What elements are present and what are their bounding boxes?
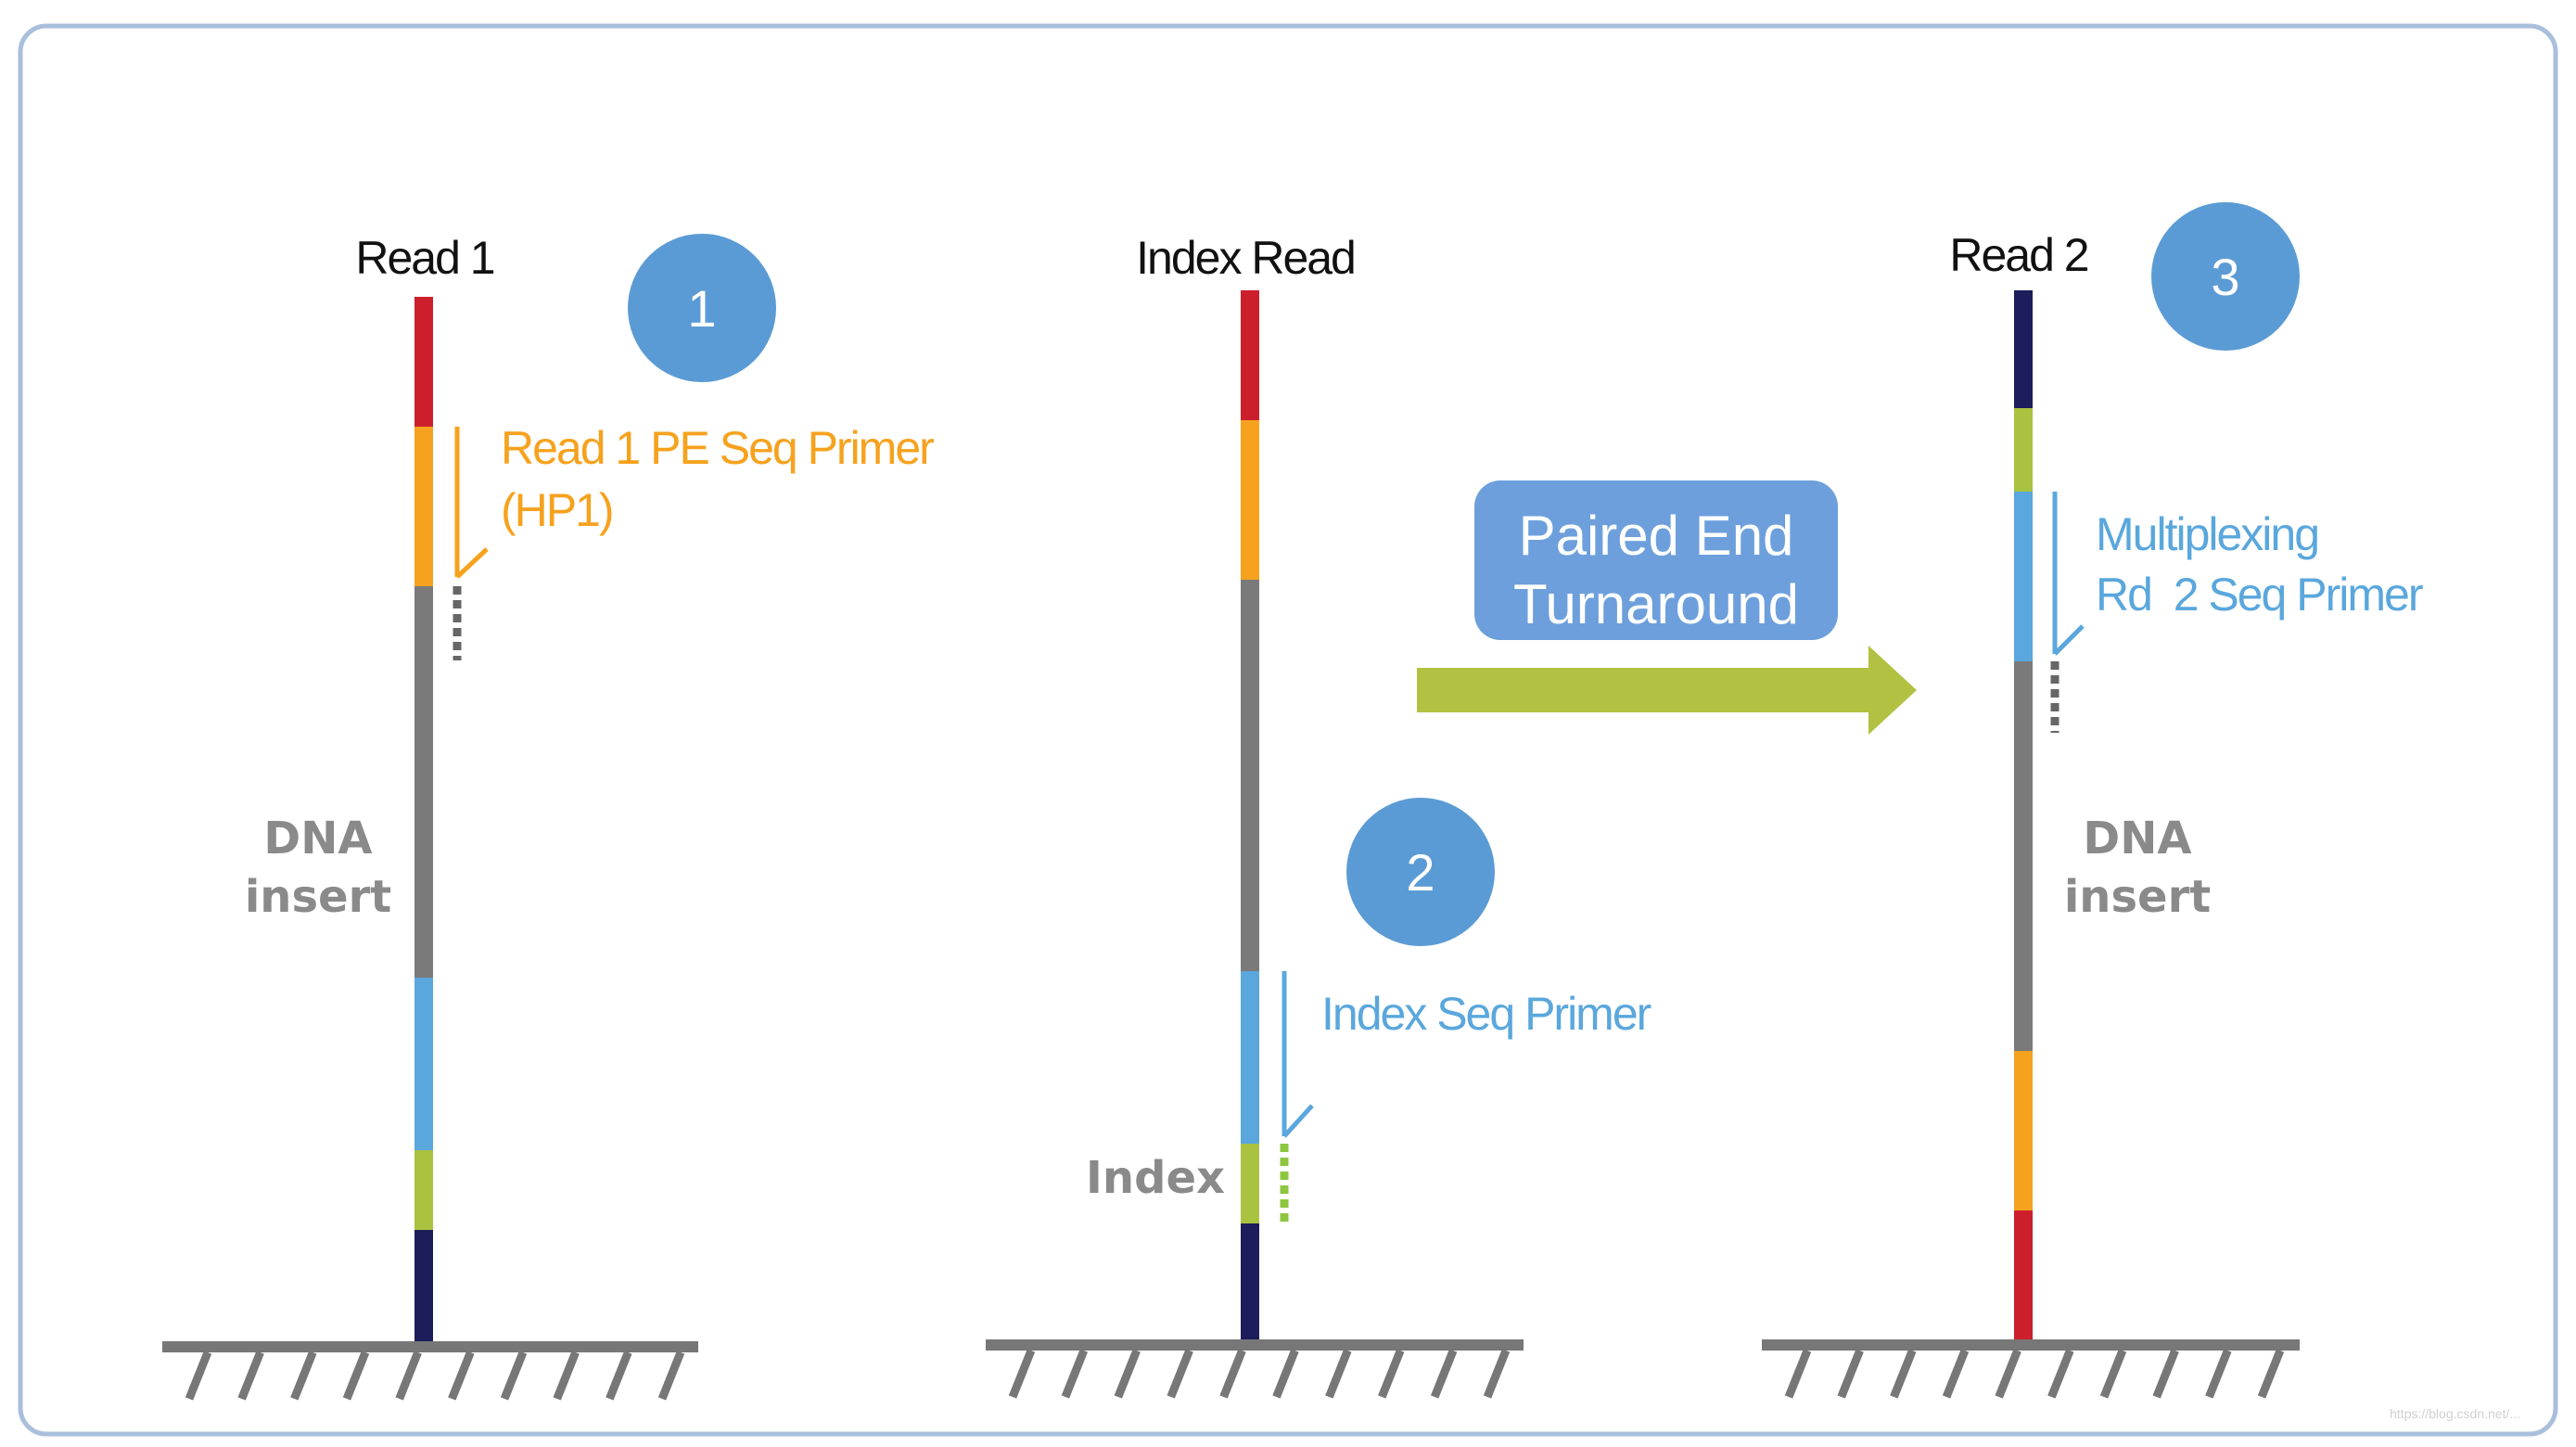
segment-gray-insert (2014, 661, 2033, 1051)
dna-insert-label-1-line2: insert (245, 871, 391, 923)
turnaround-line1: Paired End (1519, 505, 1794, 567)
ground-hatch (1837, 1349, 1864, 1399)
dna-strand-read1 (414, 297, 433, 1351)
ground-hatch (1325, 1349, 1352, 1399)
segment-navy (2014, 290, 2033, 408)
ground-hatch (2152, 1349, 2179, 1399)
dna-insert-label-1-line1: DNA (263, 813, 372, 864)
ground-hatch (342, 1351, 370, 1401)
ground-hatch (1272, 1349, 1299, 1399)
ground-hatch (448, 1351, 475, 1401)
segment-blue (2014, 492, 2033, 661)
segment-navy (1241, 1223, 1259, 1349)
ground-hatch (1890, 1349, 1917, 1399)
segment-gray-insert (1241, 580, 1259, 971)
ground-hatch (657, 1351, 685, 1401)
primer-label-index: Index Seq Primer (1321, 988, 1651, 1040)
dna-strand-read2 (2014, 290, 2033, 1346)
ground-hatch (290, 1351, 317, 1401)
dna-insert-label-3-line1: DNA (2083, 813, 2191, 864)
ground-hatch (185, 1351, 212, 1401)
ground-hatch (1114, 1349, 1141, 1399)
primer-label-read1-line1: Read 1 PE Seq Primer (501, 422, 934, 474)
segment-blue (1241, 971, 1259, 1144)
primer-label-read2-line2: Rd 2 Seq Primer (2096, 569, 2423, 621)
panel-title-read1: Read 1 (355, 232, 493, 284)
turnaround-arrow (1417, 646, 1917, 735)
segment-red (1241, 290, 1259, 420)
ground-hatch (395, 1351, 422, 1401)
segment-orange (2014, 1051, 2033, 1210)
primer-read1 (453, 427, 489, 660)
turnaround-line2: Turnaround (1513, 573, 1799, 635)
ground-hatch (1483, 1349, 1511, 1399)
step-number-3: 3 (2211, 248, 2239, 306)
step-number-1: 1 (687, 279, 716, 338)
segment-red (414, 297, 433, 427)
segment-green (2014, 408, 2033, 492)
primer-index (1280, 971, 1314, 1223)
ground-hatch (237, 1351, 264, 1401)
surface-ground-1 (162, 1341, 698, 1401)
panel-read2: Read 2 3 Multiplexing Rd 2 Seq Primer DN… (1762, 202, 2425, 1399)
ground-hatch (606, 1351, 632, 1401)
ground-hatch (2205, 1349, 2232, 1399)
step-circle-1 (628, 234, 776, 382)
ground-hatch (1061, 1349, 1089, 1399)
ground-hatch (1167, 1349, 1193, 1399)
ground-hatch (2257, 1349, 2285, 1399)
ground-hatch (1378, 1349, 1405, 1399)
ground-hatch (1008, 1349, 1036, 1399)
step-circle-2 (1346, 798, 1495, 946)
ground-hatch (500, 1351, 528, 1401)
segment-orange (414, 427, 433, 586)
surface-ground-3 (1762, 1339, 2300, 1399)
segment-red (2014, 1210, 2033, 1346)
ground-hatch (2099, 1349, 2127, 1399)
dna-insert-label-3-line2: insert (2064, 871, 2211, 923)
panel-title-read2: Read 2 (1949, 229, 2087, 281)
primer-read2 (2050, 492, 2085, 733)
segment-gray-insert (414, 586, 433, 978)
surface-ground-2 (986, 1339, 1524, 1399)
segment-blue (414, 978, 433, 1150)
ground-hatch (1784, 1349, 1812, 1399)
paired-end-turnaround: Paired End Turnaround (1417, 480, 1917, 735)
dna-strand-index (1241, 290, 1259, 1349)
ground-hatch (553, 1351, 580, 1401)
segment-orange (1241, 420, 1259, 580)
ground-hatch (1942, 1349, 1970, 1399)
ground-hatch (1430, 1349, 1458, 1399)
watermark: https://blog.csdn.net/... (2390, 1406, 2520, 1421)
diagram-frame (18, 23, 2558, 1437)
primer-label-read1-line2: (HP1) (501, 484, 613, 536)
ground-hatch (2047, 1349, 2074, 1399)
primer-label-read2-line1: Multiplexing (2096, 508, 2318, 560)
step-number-2: 2 (1406, 843, 1435, 902)
segment-green (1241, 1144, 1259, 1223)
panel-index-read: Index Read 2 Index Seq Primer Index (986, 232, 1653, 1399)
turnaround-box (1474, 480, 1838, 640)
index-label: Index (1086, 1152, 1225, 1204)
ground-hatch (1219, 1349, 1246, 1399)
ground-hatch (1995, 1349, 2021, 1399)
panel-read1: Read 1 1 Read 1 PE Seq Primer (HP1) DNA … (162, 232, 936, 1401)
segment-navy (414, 1230, 433, 1351)
step-circle-3 (2151, 202, 2300, 351)
segment-green (414, 1150, 433, 1230)
panel-title-index-read: Index Read (1136, 232, 1355, 284)
